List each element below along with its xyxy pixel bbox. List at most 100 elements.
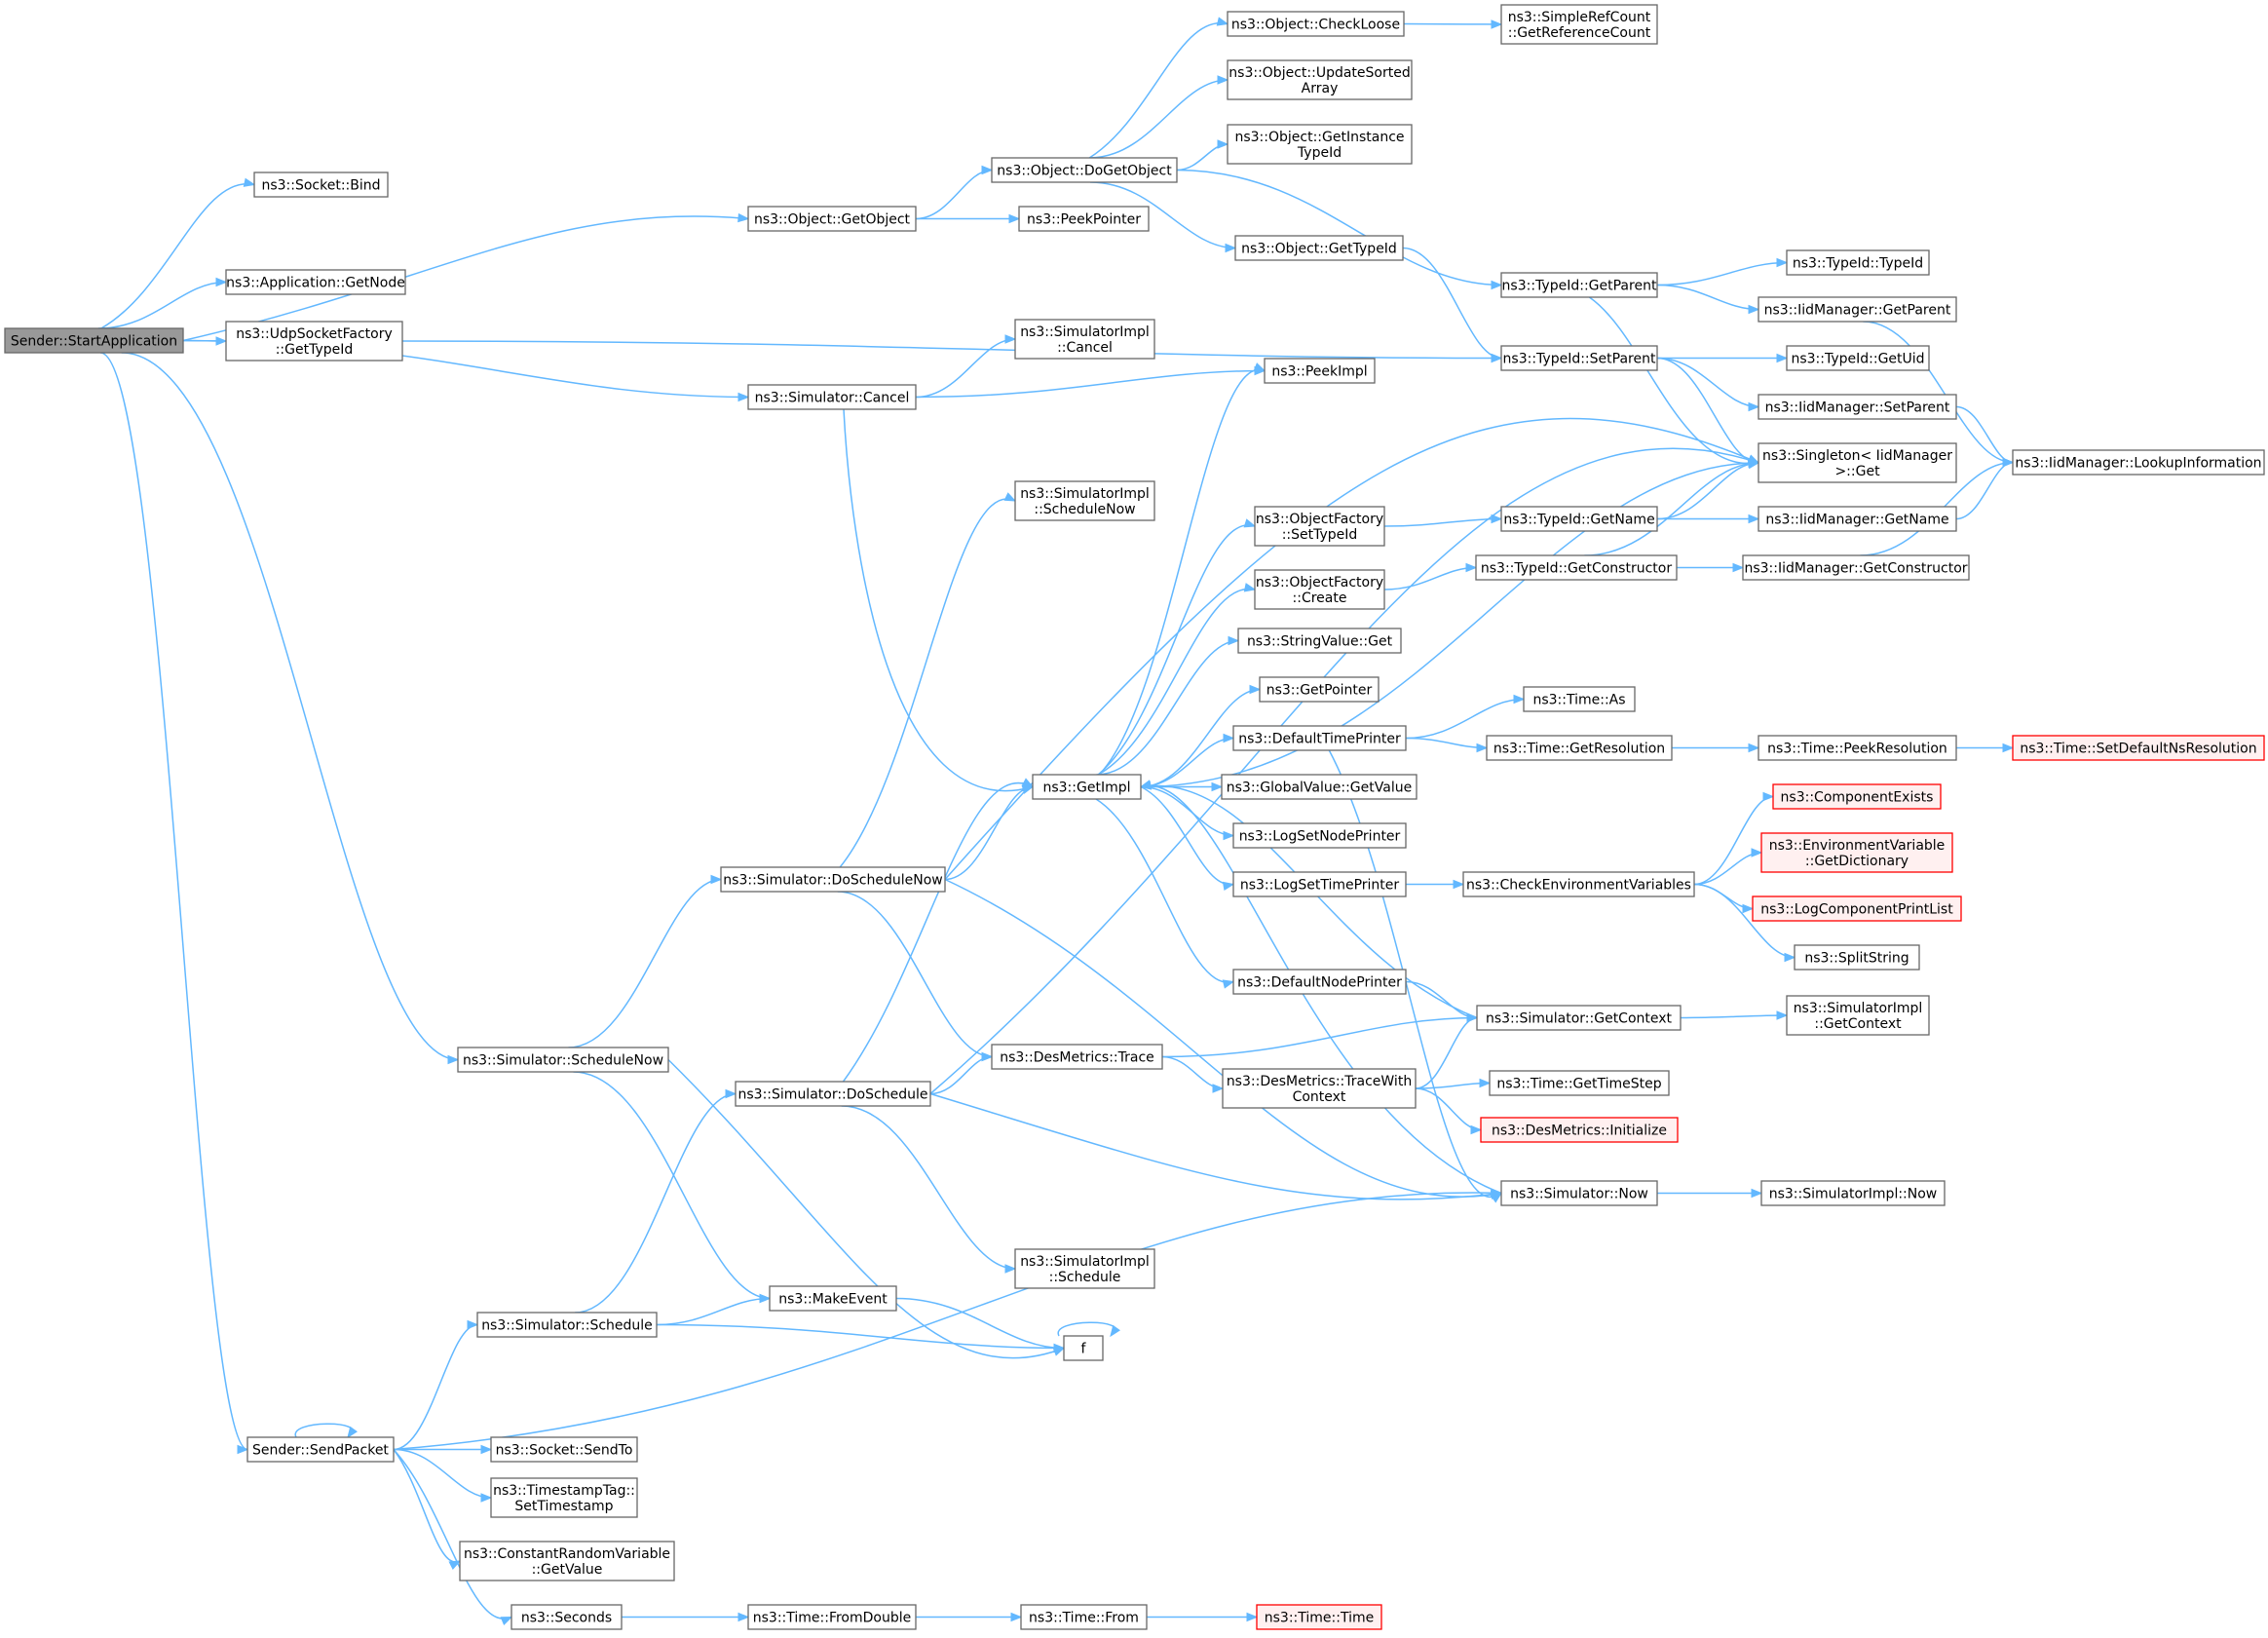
node-sendpacket[interactable]: Sender::SendPacket [246,1436,395,1463]
node-box [1523,686,1636,712]
node-socket-bind[interactable]: ns3::Socket::Bind [253,171,389,198]
node-sim-now[interactable]: ns3::Simulator::Now [1500,1180,1658,1206]
node-timestamptag-set[interactable]: ns3::TimestampTag::SetTimestamp [490,1477,638,1518]
node-defaultnodeprinter[interactable]: ns3::DefaultNodePrinter [1232,969,1407,995]
node-simimpl-cancel[interactable]: ns3::SimulatorImpl::Cancel [1014,319,1155,360]
node-typeid-setparent[interactable]: ns3::TypeId::SetParent [1500,345,1658,371]
node-box [1014,319,1155,360]
node-sim-getcontext[interactable]: ns3::Simulator::GetContext [1476,1005,1682,1031]
edge-sim_now-to-getimpl [1140,784,1502,1195]
edge-getimpl-to-getpointer-arrowhead [1249,684,1262,695]
node-start-app[interactable]: Sender::StartApplication [4,327,184,354]
node-of-create[interactable]: ns3::ObjectFactory::Create [1254,569,1385,610]
node-udp-gettypeid[interactable]: ns3::UdpSocketFactory::GetTypeId [225,321,403,362]
node-simimpl-schedulenow[interactable]: ns3::SimulatorImpl::ScheduleNow [1014,480,1155,521]
edge-start_app-to-sim_schedulenow-arrowhead [447,1054,460,1065]
node-time-fromdouble[interactable]: ns3::Time::FromDouble [747,1604,917,1630]
node-iid-getname[interactable]: ns3::IidManager::GetName [1758,506,1957,532]
edge-sendpacket-to-constrv_getvalue [393,1449,461,1563]
node-time-gettimestep[interactable]: ns3::Time::GetTimeStep [1489,1070,1670,1096]
node-seconds[interactable]: ns3::Seconds [510,1604,623,1630]
node-sim-doschedulenow[interactable]: ns3::Simulator::DoScheduleNow [720,866,946,893]
node-defaulttimeprinter[interactable]: ns3::DefaultTimePrinter [1232,725,1407,751]
node-iid-getparent[interactable]: ns3::IidManager::GetParent [1758,296,1957,323]
edge-start_app-to-sendpacket-arrowhead [237,1444,249,1455]
edge-desmetrics_trace-to-desmetrics_tracewithcontext [1161,1055,1224,1089]
node-globalvalue-getvalue[interactable]: ns3::GlobalValue::GetValue [1221,774,1418,800]
node-typeid-getparent[interactable]: ns3::TypeId::GetParent [1500,272,1658,298]
node-socket-sendto[interactable]: ns3::Socket::SendTo [490,1436,638,1463]
node-simimpl-schedule[interactable]: ns3::SimulatorImpl::Schedule [1014,1248,1155,1289]
node-iid-setparent[interactable]: ns3::IidManager::SetParent [1758,394,1957,420]
node-box [720,866,946,893]
node-app-getnode[interactable]: ns3::Application::GetNode [225,269,406,295]
node-label: ns3::Object::GetTypeId [1241,242,1397,257]
edge-defaulttimeprinter-to-time_as-arrowhead [1513,694,1526,705]
node-box [747,384,917,410]
node-f[interactable]: f [1063,1335,1104,1361]
node-desmetrics-trace[interactable]: ns3::DesMetrics::Trace [991,1044,1163,1070]
node-iid-getconstructor[interactable]: ns3::IidManager::GetConstructor [1742,554,1970,581]
node-simimpl-getcontext[interactable]: ns3::SimulatorImpl::GetContext [1786,995,1930,1036]
node-typeid-getuid[interactable]: ns3::TypeId::GetUid [1786,345,1930,371]
node-envvar-getdict[interactable]: ns3::EnvironmentVariable::GetDictionary [1760,832,1953,873]
node-obj-checkloose[interactable]: ns3::Object::CheckLoose [1227,11,1405,37]
node-constrv-getvalue[interactable]: ns3::ConstantRandomVariable::GetValue [459,1541,675,1581]
node-label: ns3::GlobalValue::GetValue [1227,781,1412,796]
node-label: ::Create [1293,590,1347,606]
node-logsetnodeprinter[interactable]: ns3::LogSetNodePrinter [1232,822,1407,849]
node-singleton-get[interactable]: ns3::Singleton< IidManager >::Get [1758,442,1957,483]
node-obj-dogetobject[interactable]: ns3::Object::DoGetObject [991,157,1178,183]
node-typeid-getconstructor[interactable]: ns3::TypeId::GetConstructor [1475,554,1678,581]
node-typeid-typeid[interactable]: ns3::TypeId::TypeId [1786,249,1930,276]
node-label: ns3::CheckEnvironmentVariables [1466,878,1691,894]
node-sim-schedulenow[interactable]: ns3::Simulator::ScheduleNow [457,1047,669,1073]
node-box [459,1541,675,1581]
node-logsettimeprinter[interactable]: ns3::LogSetTimePrinter [1232,871,1407,897]
edge-start_app-to-socket_bind-arrowhead [243,177,256,187]
node-label: ns3::SimulatorImpl::Now [1769,1187,1938,1202]
node-logcomponentprintlist[interactable]: ns3::LogComponentPrintList [1752,895,1962,922]
node-splitstring[interactable]: ns3::SplitString [1794,944,1920,971]
edge-sim_doschedulenow-to-sim_now [944,878,1502,1198]
node-checkenvvars[interactable]: ns3::CheckEnvironmentVariables [1462,871,1695,897]
node-time-time[interactable]: ns3::Time::Time [1256,1604,1382,1630]
node-makeevent[interactable]: ns3::MakeEvent [769,1285,897,1312]
edge-start_app-to-app_getnode [97,281,227,329]
node-sim-schedule[interactable]: ns3::Simulator::Schedule [476,1312,658,1338]
node-peekpointer[interactable]: ns3::PeekPointer [1018,206,1150,232]
node-of-settypeid[interactable]: ns3::ObjectFactory::SetTypeId [1254,506,1385,547]
node-typeid-getname[interactable]: ns3::TypeId::GetName [1500,506,1658,532]
node-getpointer[interactable]: ns3::GetPointer [1259,676,1380,703]
node-obj-gettypeid[interactable]: ns3::Object::GetTypeId [1234,235,1404,261]
node-label: ns3::Time::GetTimeStep [1496,1077,1661,1092]
node-time-peekresolution[interactable]: ns3::Time::PeekResolution [1758,735,1957,761]
node-sim-doschedule[interactable]: ns3::Simulator::DoSchedule [735,1081,931,1107]
node-box [1232,871,1407,897]
node-time-from[interactable]: ns3::Time::From [1020,1604,1148,1630]
edge-sendpacket-to-sendpacket-arrowhead [347,1426,359,1439]
node-time-as[interactable]: ns3::Time::As [1523,686,1636,712]
node-label: ns3::PeekPointer [1027,212,1141,228]
edge-obj_dogetobject-to-obj_gettypeid-arrowhead [1225,243,1237,253]
node-sim-cancel[interactable]: ns3::Simulator::Cancel [747,384,917,410]
node-componentexists[interactable]: ns3::ComponentExists [1772,783,1942,810]
node-obj-getobject[interactable]: ns3::Object::GetObject [747,206,917,232]
node-stringvalue-get[interactable]: ns3::StringValue::Get [1237,628,1402,654]
node-simplerefcount[interactable]: ns3::SimpleRefCount::GetReferenceCount [1500,4,1658,45]
edge-sim_doschedulenow-to-desmetrics_trace [837,891,993,1058]
node-peekimpl[interactable]: ns3::PeekImpl [1264,358,1376,384]
edge-obj_checkloose-to-simplerefcount [1403,22,1502,25]
node-iid-lookup[interactable]: ns3::IidManager::LookupInformation [2012,449,2265,476]
node-label: ns3::LogSetNodePrinter [1239,829,1401,845]
edge-udp_gettypeid-to-typeid_setparent [401,340,1502,360]
node-getimpl[interactable]: ns3::GetImpl [1032,774,1142,800]
node-simimpl-now[interactable]: ns3::SimulatorImpl::Now [1760,1180,1946,1206]
node-time-getresolution[interactable]: ns3::Time::GetResolution [1486,735,1673,761]
node-time-setdefaultns[interactable]: ns3::Time::SetDefaultNsResolution [2012,735,2265,761]
node-label: ns3::TimestampTag:: [493,1483,635,1499]
node-desmetrics-initialize[interactable]: ns3::DesMetrics::Initialize [1480,1117,1679,1143]
